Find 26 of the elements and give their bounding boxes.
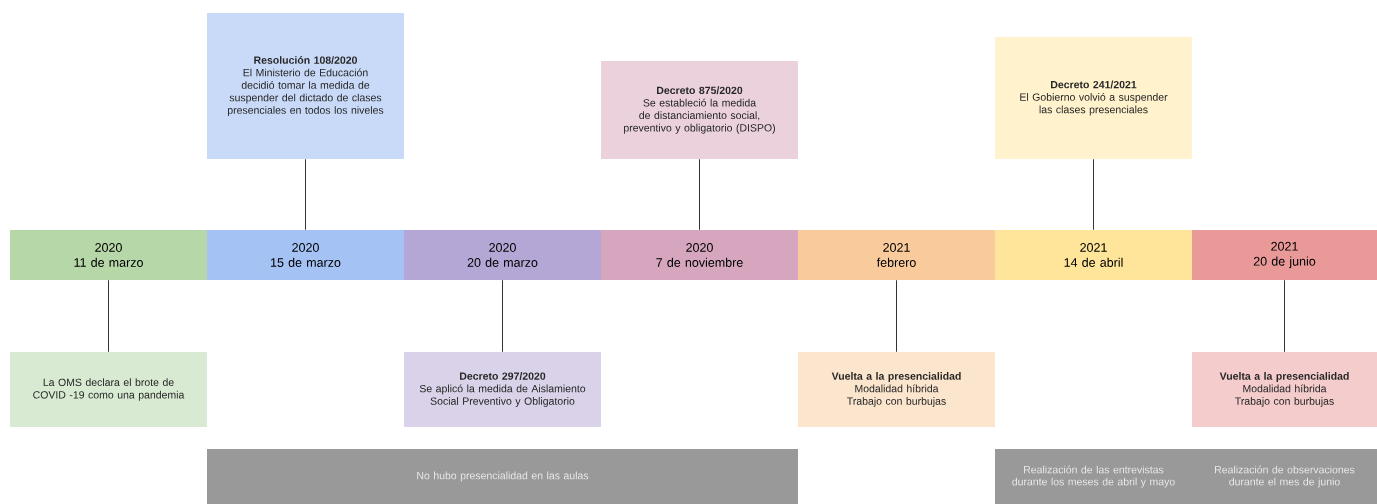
timeline-segment: 2020 11 de marzo [10, 230, 207, 280]
event-box: Vuelta a la presencialidad Modalidad híbrida Trabajo con burbujas [798, 352, 995, 427]
connector-line [1284, 279, 1285, 353]
connector-line [699, 158, 700, 231]
event-box: Decreto 875/2020 Se estableció la medida de distanciamiento social, preventivo y obligatorio (DISPO) [601, 61, 798, 159]
connector-line [305, 158, 306, 231]
connector-line [896, 279, 897, 353]
period-bar: Realización de observaciones durante el mes de junio [1192, 449, 1377, 504]
event-box: La OMS declara el brote de COVID -19 como una pandemia [10, 352, 207, 427]
timeline-segment: 2021 14 de abril [995, 230, 1192, 280]
timeline-segment: 2020 15 de marzo [207, 230, 404, 280]
event-box: Decreto 297/2020 Se aplicó la medida de Aislamiento Social Preventivo y Obligatorio [404, 352, 601, 427]
timeline-segment: 2020 20 de marzo [404, 230, 601, 280]
event-box: Resolución 108/2020 El Ministerio de Educación decidió tomar la medida de suspender del dictado de clases presenciales en todos los niveles [207, 13, 404, 159]
timeline-segment: 2020 7 de noviembre [601, 230, 798, 280]
timeline-segment: 2021 20 de junio [1192, 230, 1377, 280]
timeline-segment: 2021 febrero [798, 230, 995, 280]
connector-line [502, 279, 503, 353]
node-label: Realización de observaciones durante el mes de junio [1215, 465, 1355, 488]
period-bar: No hubo presencialidad en las aulas [207, 449, 798, 504]
connector-line [1093, 158, 1094, 231]
event-box: Decreto 241/2021 El Gobierno volvió a suspender las clases presenciales [995, 37, 1192, 159]
event-box: Vuelta a la presencialidad Modalidad híbrida Trabajo con burbujas [1192, 352, 1377, 427]
node-label: Realización de las entrevistas durante los meses de abril y mayo [1012, 465, 1175, 488]
period-bar: Realización de las entrevistas durante los meses de abril y mayo [995, 449, 1192, 504]
connector-line [108, 279, 109, 353]
